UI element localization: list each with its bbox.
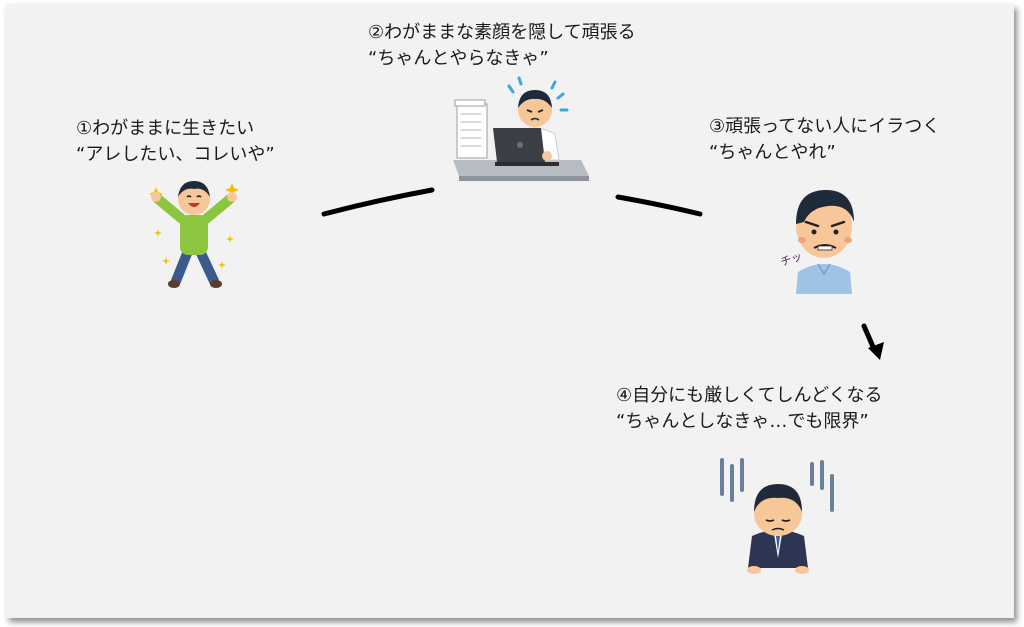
arrow-2-to-3: [615, 194, 703, 217]
exhausted-person-icon: [720, 458, 834, 574]
step-1-caption: ①わがままに生きたい “アレしたい、コレいや”: [76, 116, 275, 168]
step-3-quote: “ちゃんとやれ”: [709, 142, 836, 163]
step-4-caption: ④自分にも厳しくてしんどくなる “ちゃんとしなきゃ…でも限界”: [616, 383, 883, 435]
step-3-caption: ③頑張ってない人にイラつく “ちゃんとやれ”: [709, 114, 940, 166]
step-2-caption: ②わがままな素顔を隠して頑張る “ちゃんとやらなきゃ”: [368, 20, 636, 72]
slide-canvas: ①わがままに生きたい “アレしたい、コレいや” ②わがままな素顔を隠して頑張る …: [6, 4, 1014, 618]
happy-person-icon: [149, 181, 239, 288]
flow-arrows: [321, 187, 884, 360]
step-3-title: ③頑張ってない人にイラつく: [709, 116, 941, 137]
step-4-quote: “ちゃんとしなきゃ…でも限界”: [616, 411, 869, 432]
irritated-person-icon: チッ: [779, 190, 854, 294]
tsk-sound-text: チッ: [779, 250, 804, 269]
step-2-title: ②わがままな素顔を隠して頑張る: [368, 22, 636, 43]
arrow-1-to-2: [321, 187, 435, 217]
step-1-quote: “アレしたい、コレいや”: [76, 144, 275, 165]
step-4-title: ④自分にも厳しくてしんどくなる: [616, 385, 883, 406]
step-2-quote: “ちゃんとやらなきゃ”: [368, 48, 549, 69]
step-1-title: ①わがままに生きたい: [76, 118, 255, 139]
arrow-3-to-4: [861, 323, 884, 360]
busy-worker-icon: [453, 76, 589, 181]
